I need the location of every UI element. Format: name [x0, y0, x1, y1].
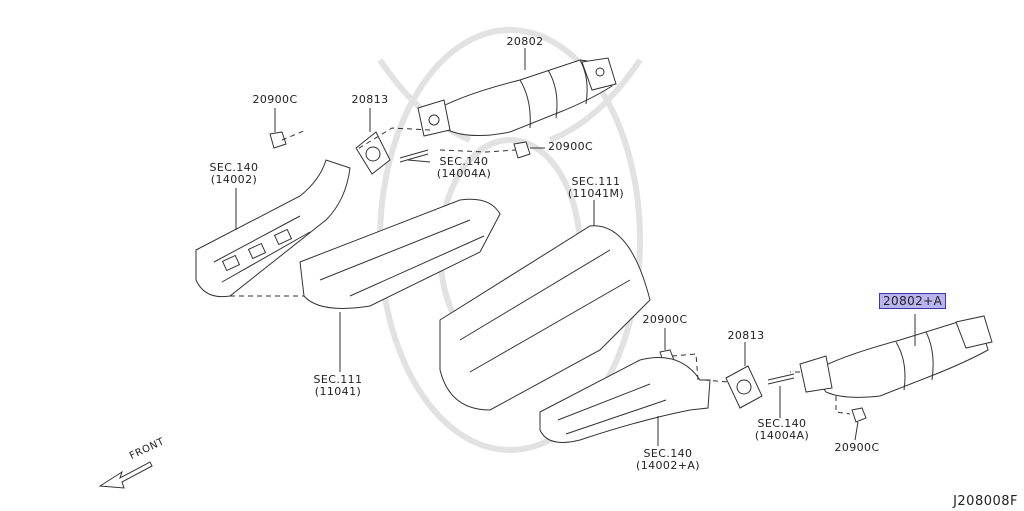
label-manifold-right-line2: (14002+A) [636, 459, 700, 472]
catalytic-converter-bottom[interactable] [799, 315, 993, 398]
label-nut-bottom-right[interactable]: 20900C [834, 441, 880, 454]
label-stud-top-line2: (14004A) [436, 167, 492, 180]
label-manifold-right[interactable]: SEC.140 (14002+A) [636, 448, 700, 472]
exhaust-manifold-right[interactable] [539, 357, 711, 443]
cylinder-head-right[interactable] [439, 225, 651, 411]
nut-top-right[interactable] [513, 141, 531, 159]
nut-bottom-right[interactable] [851, 407, 867, 423]
label-catalytic-converter-bottom[interactable]: 20802+A [879, 293, 947, 309]
leader-lines [230, 48, 916, 446]
label-head-left-line2: (11041) [314, 385, 362, 398]
label-gasket-bottom[interactable]: 20813 [727, 329, 765, 342]
label-head-right[interactable]: SEC.111 (11041M) [568, 176, 624, 200]
stud-bottom[interactable] [767, 373, 795, 385]
label-head-right-line1: SEC.111 [571, 175, 621, 188]
label-stud-top-line1: SEC.140 [439, 155, 489, 168]
label-manifold-left-line2: (14002) [210, 173, 258, 186]
label-nut-top-right[interactable]: 20900C [548, 140, 594, 153]
label-catalytic-converter-top[interactable]: 20802 [506, 35, 544, 48]
nut-top-left[interactable] [269, 131, 287, 149]
gasket-bottom[interactable] [725, 365, 763, 409]
label-manifold-left-line1: SEC.140 [209, 161, 259, 174]
label-nut-top-left[interactable]: 20900C [252, 93, 298, 106]
label-stud-bottom-line1: SEC.140 [757, 417, 807, 430]
label-stud-top[interactable]: SEC.140 (14004A) [437, 156, 491, 180]
exhaust-manifold-left[interactable] [195, 159, 351, 298]
catalytic-converter-top[interactable] [417, 57, 617, 137]
label-manifold-right-line1: SEC.140 [643, 447, 693, 460]
label-head-left[interactable]: SEC.111 (11041) [314, 374, 363, 398]
cylinder-head-left[interactable] [299, 198, 501, 309]
stud-top[interactable] [399, 149, 429, 163]
label-head-right-line2: (11041M) [567, 187, 625, 200]
diagram-id: J208008F [953, 494, 1018, 509]
label-stud-bottom-line2: (14004A) [754, 429, 810, 442]
label-nut-mid[interactable]: 20900C [642, 313, 688, 326]
label-gasket-top[interactable]: 20813 [351, 93, 389, 106]
label-stud-bottom[interactable]: SEC.140 (14004A) [755, 418, 809, 442]
label-head-left-line1: SEC.111 [313, 373, 363, 386]
front-arrow-icon [98, 461, 153, 489]
gasket-top[interactable] [355, 131, 391, 175]
label-manifold-left[interactable]: SEC.140 (14002) [210, 162, 259, 186]
